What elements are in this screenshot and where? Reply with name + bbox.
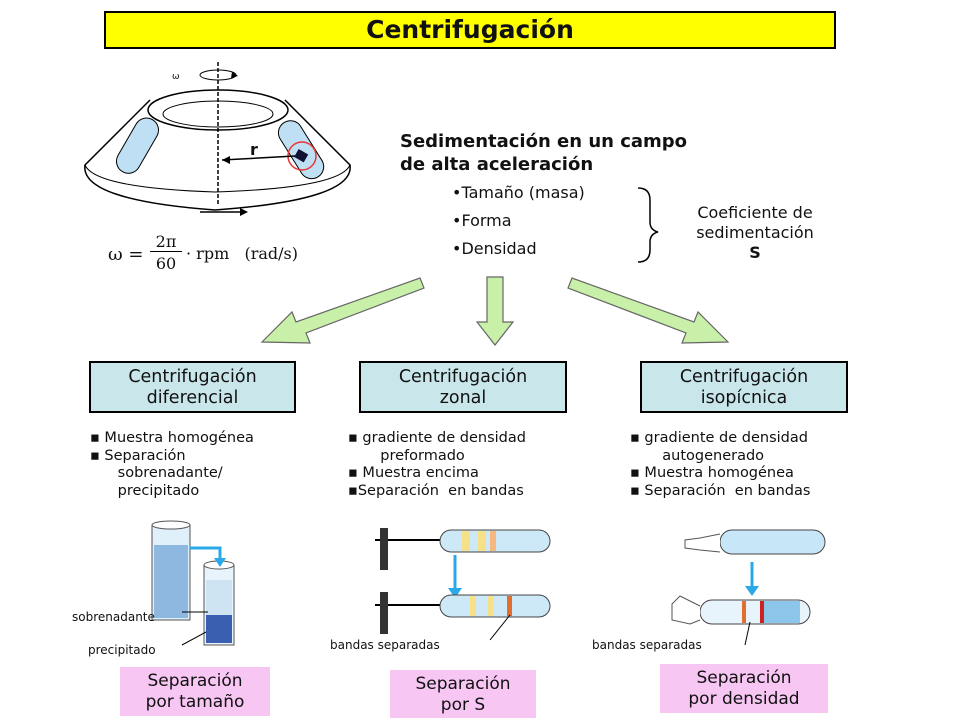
coefficient-label-1: Coeficiente de [697, 203, 813, 222]
radius-label: r [250, 140, 258, 159]
isopycnic-tubes [671, 529, 826, 646]
method-title-line1: Centrifugación [398, 367, 528, 387]
method-box-differential: Centrifugación diferencial [89, 361, 296, 413]
formula-numerator: 2π [150, 232, 182, 252]
coefficient-symbol: S [749, 243, 761, 262]
result-line2: por tamaño [145, 692, 245, 712]
omega-symbol: ω [172, 72, 180, 82]
formula-rhs: · rpm (rad/s) [186, 244, 299, 263]
method-title-line1: Centrifugación [128, 367, 257, 387]
method-box-isopycnic: Centrifugación isopícnica [640, 361, 848, 413]
zonal-tubes [375, 528, 551, 641]
method-title-line2: isopícnica [700, 388, 788, 408]
formula-lhs: ω = [108, 244, 144, 265]
page-title: Centrifugación [104, 11, 836, 49]
differential-tubes [151, 520, 235, 646]
result-box-size: Separación por tamaño [120, 667, 270, 716]
result-line1: Separación [696, 668, 792, 688]
method-bullets-zonal: ▪ gradiente de densidad preformado ▪ Mue… [348, 430, 526, 499]
result-line1: Separación [147, 671, 243, 691]
result-line2: por S [440, 695, 486, 715]
method-bullets-differential: ▪ Muestra homogénea ▪ Separación sobrena… [90, 430, 254, 499]
formula-denominator: 60 [155, 254, 177, 273]
result-line1: Separación [415, 674, 511, 694]
result-line2: por densidad [688, 689, 800, 709]
flow-arrows [260, 276, 730, 346]
method-bullets-isopycnic: ▪ gradiente de densidad autogenerado ▪ M… [630, 430, 811, 499]
sedimentation-heading-2: de alta aceleración [400, 154, 594, 175]
method-title-line2: zonal [439, 388, 487, 408]
rotor-illustration [84, 62, 351, 216]
result-box-density: Separación por densidad [660, 664, 828, 713]
label-separated-bands-isopycnic: bandas separadas [592, 638, 702, 652]
coefficient-label-2: sedimentación [696, 223, 814, 242]
method-box-zonal: Centrifugación zonal [359, 361, 567, 413]
factor-size: •Tamaño (masa) [452, 183, 585, 202]
label-separated-bands-zonal: bandas separadas [330, 638, 440, 652]
label-pellet: precipitado [88, 643, 156, 657]
factor-density: •Densidad [452, 239, 537, 258]
label-supernatant: sobrenadante [72, 610, 155, 624]
grouping-brace [637, 187, 659, 263]
factor-shape: •Forma [452, 211, 512, 230]
sedimentation-heading-1: Sedimentación en un campo [400, 131, 688, 152]
method-title-line1: Centrifugación [679, 367, 809, 387]
method-title-line2: diferencial [146, 388, 239, 408]
result-box-s: Separación por S [390, 670, 536, 718]
